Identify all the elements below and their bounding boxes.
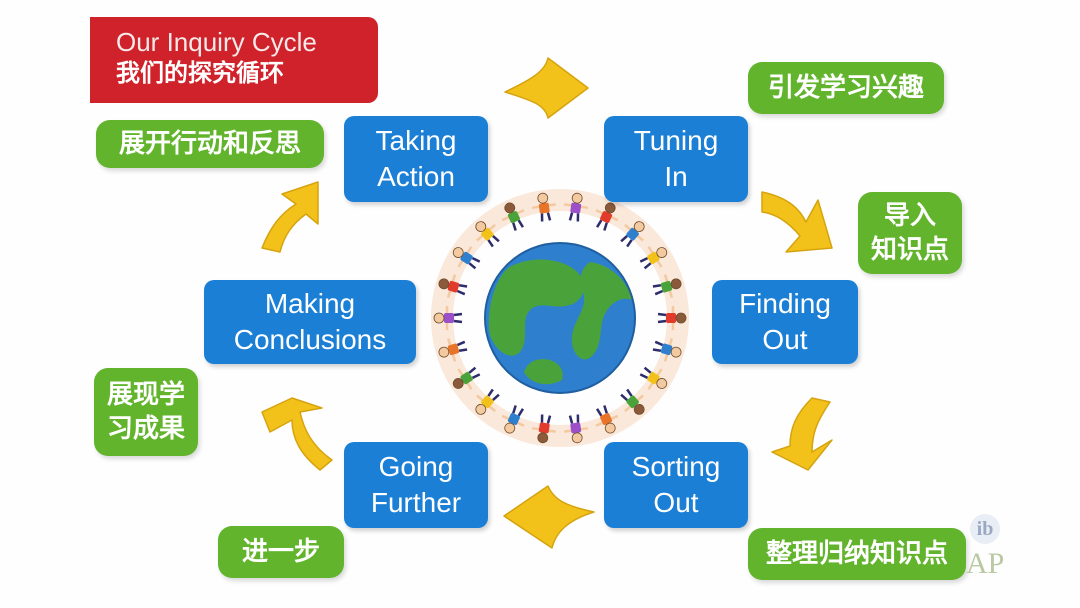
note-text: 习成果 [106,414,185,444]
child-figure-icon [452,246,481,270]
child-figure-icon [438,274,468,298]
child-figure-icon [501,202,525,231]
globe-icon [484,242,636,394]
note-taking-action: 展开行动和反思 [96,120,324,168]
arrow-icon [261,397,333,471]
child-figure-icon [475,221,500,248]
note-sorting-out: 整理归纳知识点 [748,528,966,580]
title-box: Our Inquiry Cycle 我们的探究循环 [90,17,378,103]
stage-label-line: Action [377,161,455,192]
child-figure-icon [475,388,500,415]
arrow-icon [504,57,589,119]
title-english: Our Inquiry Cycle [116,27,317,57]
title-chinese: 我们的探究循环 [116,59,284,87]
note-text: 引发学习兴趣 [767,73,924,103]
stage-sorting-out: Sorting Out [604,442,748,528]
note-text: 整理归纳知识点 [765,539,948,569]
child-figure-icon [639,246,668,270]
note-finding-out: 导入 知识点 [858,192,962,274]
child-figure-icon [438,338,468,362]
stage-label-line: Sorting [631,451,721,482]
stage-label-line: Making [264,288,356,319]
stage-label-line: Out [762,324,808,355]
child-figure-icon [531,414,557,444]
note-tuning-in: 引发学习兴趣 [748,62,944,114]
child-figure-icon [657,306,687,330]
stage-label-line: In [664,161,688,192]
child-figure-icon [652,274,682,298]
child-figure-icon [595,202,619,231]
ap-logo-icon: AP [966,547,1005,580]
stage-tuning-in: Tuning In [604,116,748,202]
stage-label-line: Finding [739,288,831,319]
note-text: 展现学 [106,380,185,410]
child-figure-icon [639,366,668,390]
child-figure-icon [620,221,645,248]
child-figure-icon [452,366,481,390]
note-text: 知识点 [870,235,949,265]
note-text: 展开行动和反思 [118,129,301,159]
ib-logo-icon: ib [970,514,1000,544]
stage-label-line: Out [653,487,699,518]
stage-label-line: Taking [375,125,457,156]
child-figure-icon [652,338,682,362]
child-figure-icon [563,414,589,444]
stage-finding-out: Finding Out [712,280,858,364]
note-text: 进一步 [241,537,320,567]
stage-label-line: Going [378,451,454,482]
note-making-conclusions: 展现学 习成果 [94,368,198,456]
child-figure-icon [563,192,589,222]
child-figure-icon [433,306,463,330]
stage-going-further: Going Further [344,442,488,528]
arrow-icon [261,181,319,253]
stage-label-line: Conclusions [233,324,387,355]
child-figure-icon [531,192,557,222]
note-going-further: 进一步 [218,526,344,578]
arrow-icon [503,485,595,549]
stage-label-line: Further [370,487,462,518]
note-text: 导入 [883,201,936,231]
arrow-icon [771,397,833,471]
arrow-icon [761,191,833,253]
children-ring-icon [431,189,689,447]
child-figure-icon [620,388,645,415]
child-figure-icon [595,405,619,434]
stage-making-conclusions: Making Conclusions [204,280,416,364]
child-figure-icon [501,405,525,434]
stage-label-line: Tuning [633,125,719,156]
stage-taking-action: Taking Action [344,116,488,202]
